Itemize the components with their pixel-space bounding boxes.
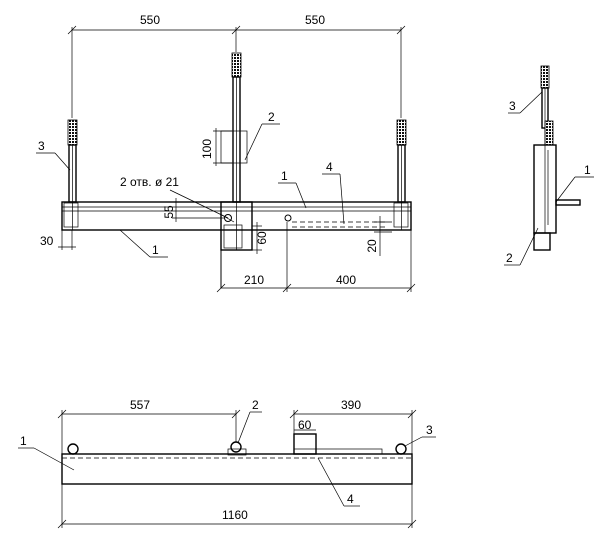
- rod-left: [63, 119, 79, 230]
- side-view: 3 1 2: [504, 65, 594, 266]
- knurled-tip-side-mid: [544, 120, 554, 146]
- callout-2-side-label: 2: [506, 251, 513, 265]
- dim-60: 60: [252, 222, 269, 254]
- dim-210-label: 210: [244, 273, 264, 287]
- dim-top: 550 550: [67, 13, 406, 118]
- rod-right: [393, 119, 409, 230]
- dim-390-label: 390: [341, 398, 361, 412]
- dim-100: 100: [200, 128, 232, 166]
- holes-note: 2 отв. ø 21: [120, 175, 235, 223]
- rod-center: [220, 52, 248, 250]
- dim-30-label: 30: [40, 234, 54, 248]
- dim-550-left: 550: [140, 13, 160, 27]
- dim-20-label: 20: [365, 239, 379, 253]
- callout-1-front-b: 1: [278, 169, 307, 209]
- dim-60-label: 60: [255, 231, 269, 245]
- dim-1160-label: 1160: [222, 508, 248, 522]
- dim-20: 20: [365, 216, 392, 256]
- hole-marker: [224, 214, 232, 222]
- callout-3-top-label: 3: [426, 423, 433, 437]
- dim-60-top-label: 60: [298, 418, 312, 432]
- top-view: 557 390 60 2 3 1: [18, 398, 436, 529]
- callout-3-front: 3: [36, 139, 71, 171]
- dim-400-label: 400: [336, 273, 356, 287]
- rod-center-plan: [230, 441, 242, 453]
- dim-100-label: 100: [200, 139, 214, 159]
- callout-3-front-label: 3: [38, 139, 45, 153]
- dim-390: 390: [289, 398, 417, 454]
- callout-1-top: 1: [18, 434, 75, 471]
- dim-bottom: 210 400: [216, 222, 416, 293]
- callout-3-side-label: 3: [509, 99, 516, 113]
- dim-30: 30: [40, 230, 76, 250]
- callout-3-side: 3: [508, 91, 543, 114]
- callout-1-top-label: 1: [20, 434, 27, 448]
- dim-557: 557: [57, 398, 241, 454]
- callout-2-front: 2: [244, 110, 280, 161]
- callout-3-top: 3: [404, 423, 436, 447]
- callout-1-side: 1: [555, 163, 594, 203]
- callout-1-front-a-label: 1: [152, 243, 159, 257]
- dim-1160: 1160: [57, 484, 417, 529]
- knurled-tip-side-top: [540, 65, 550, 89]
- callout-2-top: 2: [237, 398, 262, 444]
- holes-note-label: 2 отв. ø 21: [120, 175, 179, 189]
- front-view: 550 550 100 2 3 2 отв. ø 21: [36, 13, 416, 293]
- knurled-tip-center: [231, 52, 242, 78]
- callout-2-front-label: 2: [268, 110, 275, 124]
- callout-1-front-b-label: 1: [281, 169, 288, 183]
- dim-550-right: 550: [305, 13, 325, 27]
- knurled-tip-left: [67, 119, 78, 146]
- callout-1-side-label: 1: [584, 163, 591, 177]
- dim-557-label: 557: [130, 398, 150, 412]
- block-60: [293, 433, 317, 455]
- dim-55-label: 55: [162, 205, 176, 219]
- knurled-tip-right: [396, 119, 407, 146]
- dim-60-top: 60: [294, 418, 316, 432]
- callout-2-side: 2: [504, 227, 539, 266]
- dim-55: 55: [162, 198, 224, 222]
- callout-2-top-label: 2: [252, 398, 259, 412]
- rod-right-plan: [395, 443, 407, 455]
- part-4-slot: [284, 214, 388, 228]
- callout-4-top-label: 4: [347, 492, 354, 506]
- callout-4-front-label: 4: [326, 160, 333, 174]
- callout-1-front-a: 1: [119, 229, 168, 258]
- callout-4-top: 4: [317, 457, 360, 507]
- callout-4-front: 4: [322, 160, 345, 225]
- rod-left-plan: [67, 443, 79, 455]
